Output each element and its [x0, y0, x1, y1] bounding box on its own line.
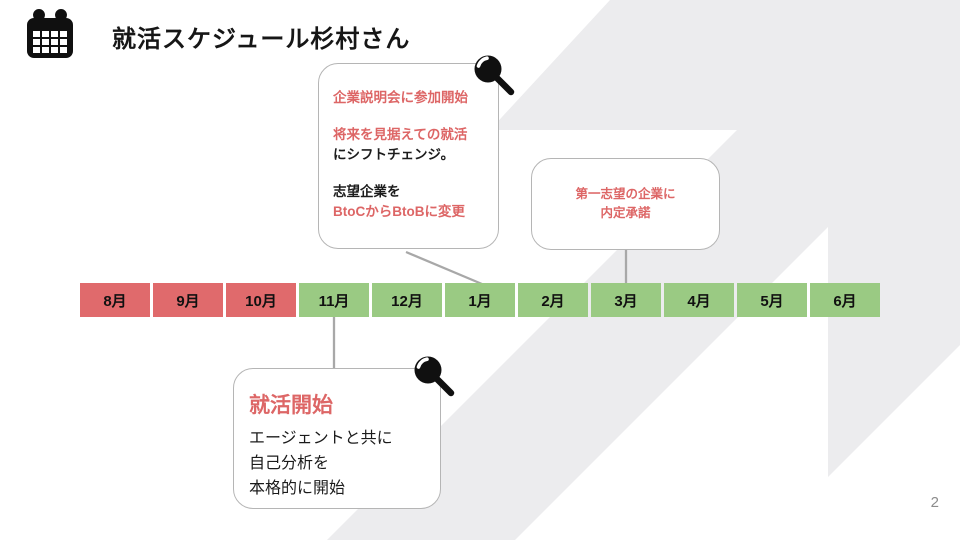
callout-shift-line1: 企業説明会に参加開始 [333, 90, 468, 105]
month-cell-1月: 1月 [445, 283, 515, 317]
month-cell-3月: 3月 [591, 283, 661, 317]
month-cell-12月: 12月 [372, 283, 442, 317]
callout-offer-line2: 内定承諾 [600, 206, 651, 220]
callout-shift-line5: BtoCからBtoBに変更 [333, 204, 465, 219]
page-title: 就活スケジュール杉村さん [112, 26, 411, 53]
month-cell-6月: 6月 [810, 283, 880, 317]
callout-job-offer: 第一志望の企業に 内定承諾 [531, 158, 720, 250]
month-cell-5月: 5月 [737, 283, 807, 317]
magnifier-icon [470, 51, 516, 102]
callout-offer-text: 第一志望の企業に 内定承諾 [575, 185, 675, 223]
callout-start-line3: 本格的に開始 [249, 480, 346, 497]
callout-start-line1: エージェントと共に [249, 430, 393, 447]
callout-offer-line1: 第一志望の企業に [575, 187, 676, 201]
month-cell-8月: 8月 [80, 283, 150, 317]
callout-shift-line2: 将来を見据えての就活 [333, 127, 468, 142]
calendar-icon [26, 8, 74, 65]
month-cell-10月: 10月 [226, 283, 296, 317]
month-cell-9月: 9月 [153, 283, 223, 317]
callout-start-body: エージェントと共に 自己分析を 本格的に開始 [249, 426, 426, 501]
month-cell-11月: 11月 [299, 283, 369, 317]
callout-shift-line4: 志望企業を [333, 184, 401, 199]
callout-shift-p2: 将来を見据えての就活 にシフトチェンジ。 [333, 125, 484, 165]
month-cell-2月: 2月 [518, 283, 588, 317]
callout-shift-p3: 志望企業を BtoCからBtoBに変更 [333, 182, 484, 222]
magnifier-icon [410, 352, 456, 403]
callout-shift-p1: 企業説明会に参加開始 [333, 88, 484, 108]
connector-shift-to-jan [405, 250, 483, 286]
callout-shift-line3: にシフトチェンジ。 [333, 147, 455, 162]
page-number: 2 [930, 494, 939, 511]
callout-start-line2: 自己分析を [249, 455, 330, 472]
month-cell-4月: 4月 [664, 283, 734, 317]
callout-start-heading: 就活開始 [249, 394, 333, 417]
